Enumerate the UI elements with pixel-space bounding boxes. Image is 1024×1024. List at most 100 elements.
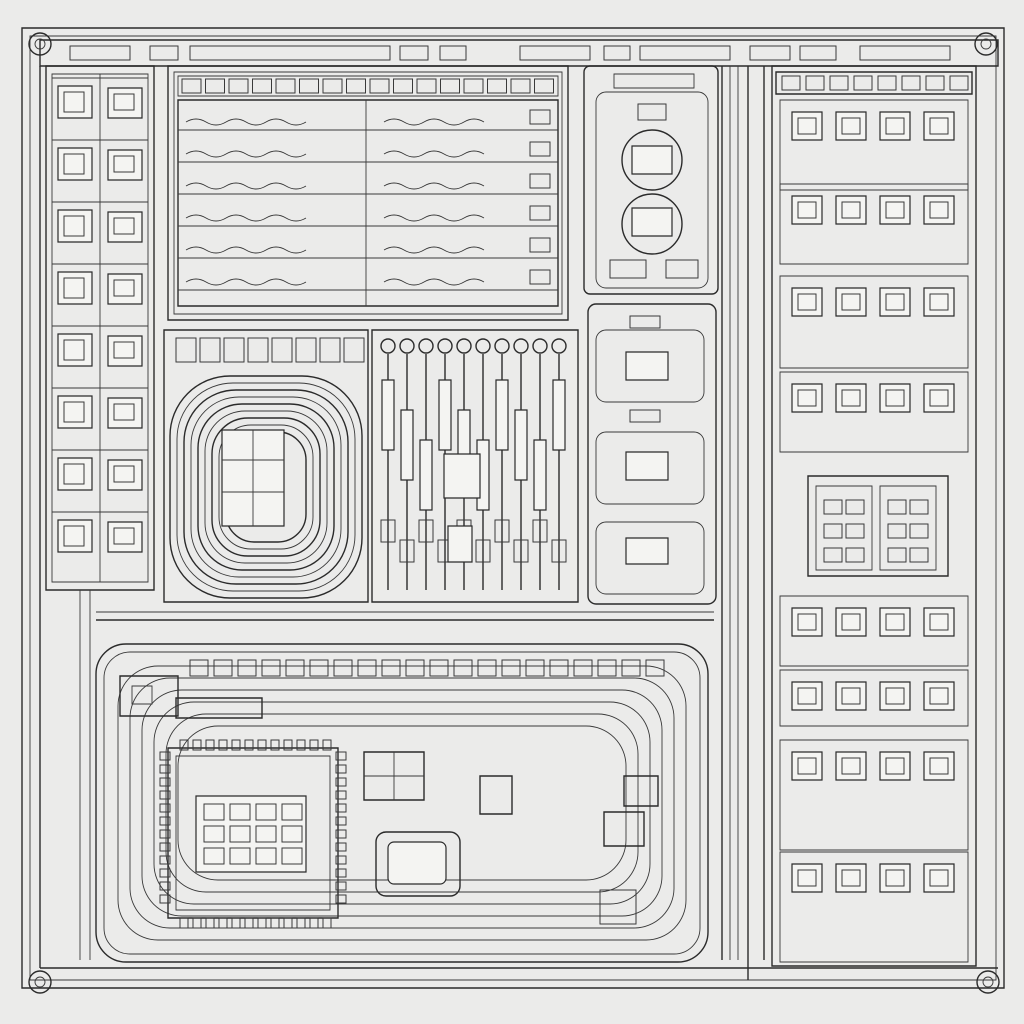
component-cell [108, 336, 142, 366]
table-cell-box [530, 238, 550, 252]
terminal-icon [514, 339, 528, 353]
table-header-cell [488, 79, 507, 93]
component-cell [836, 384, 866, 412]
component-cell [836, 196, 866, 224]
chip-cell [256, 848, 276, 864]
header-label-block [902, 76, 920, 90]
resistor-body [401, 410, 413, 480]
component-cell [58, 148, 92, 180]
component-cell [792, 288, 822, 316]
terminal-icon [419, 339, 433, 353]
component-cell [58, 86, 92, 118]
header-label-block [860, 46, 950, 60]
table-scribble [186, 279, 306, 285]
component-cell [792, 864, 822, 892]
component-cell-inner [114, 466, 134, 482]
component-cell-inner [64, 526, 84, 546]
relay-cell [846, 548, 864, 562]
connector-pin [238, 660, 256, 676]
component-cell-inner [64, 92, 84, 112]
chip-pin [160, 830, 170, 838]
header-label-block [150, 46, 178, 60]
header-label-block [806, 76, 824, 90]
component-cell-inner [842, 614, 860, 630]
table-header-cell [394, 79, 413, 93]
component-cell-inner [114, 94, 134, 110]
chip-pin [193, 740, 201, 750]
capacitor-body [419, 520, 433, 542]
table-header-cell [347, 79, 366, 93]
table-scribble [186, 151, 306, 157]
table-header-cell [206, 79, 225, 93]
relay-cell [846, 524, 864, 538]
resistor-body [439, 380, 451, 450]
chip-cell [256, 804, 276, 820]
chip-pin [160, 752, 170, 760]
chip-pin [284, 740, 292, 750]
component-cell [792, 384, 822, 412]
table-header-cell [253, 79, 272, 93]
chip-cell [204, 826, 224, 842]
connector-pin [406, 660, 424, 676]
relay-cell [888, 524, 906, 538]
header-label-block [190, 46, 390, 60]
header-label-block [400, 46, 428, 60]
chip-pin [160, 791, 170, 799]
component-cell [836, 682, 866, 710]
connector-pin [574, 660, 592, 676]
component-cell [792, 682, 822, 710]
chip-pin [336, 856, 346, 864]
component-cell [924, 288, 954, 316]
table-header-cell [370, 79, 389, 93]
component-cell [880, 384, 910, 412]
component-cell-inner [798, 870, 816, 886]
chip-pin [336, 830, 346, 838]
table-header-cell [182, 79, 201, 93]
component-block [780, 100, 968, 190]
component-block [780, 740, 968, 850]
component-cell-inner [930, 614, 948, 630]
component-cell [880, 288, 910, 316]
component-bank [372, 330, 578, 602]
coil-assembly [164, 330, 368, 602]
terminal-icon [438, 339, 452, 353]
coil-top-cell [224, 338, 244, 362]
table-header-cell [276, 79, 295, 93]
component-cell [880, 608, 910, 636]
resistor-body [515, 410, 527, 480]
relay-cell [846, 500, 864, 514]
component-cell-inner [842, 390, 860, 406]
chip-pin [160, 778, 170, 786]
component-cell [108, 460, 142, 490]
header-label-block [750, 46, 790, 60]
chip-pin [232, 918, 240, 928]
component-cell [880, 112, 910, 140]
component-cell-inner [886, 614, 904, 630]
component-cell-inner [114, 528, 134, 544]
component-cell-inner [930, 118, 948, 134]
component-cell-inner [886, 118, 904, 134]
lower-board [96, 644, 708, 962]
board-trace [154, 702, 650, 904]
component-cell [58, 458, 92, 490]
component-cell-inner [842, 202, 860, 218]
component-cell [924, 682, 954, 710]
component-cell-inner [798, 688, 816, 704]
connector-pin [310, 660, 328, 676]
component-cell-inner [842, 688, 860, 704]
coil-winding [205, 411, 327, 563]
component-cell-inner [930, 688, 948, 704]
connector-pin [262, 660, 280, 676]
component-cell-inner [114, 404, 134, 420]
component-cell [880, 196, 910, 224]
capacitor-body [533, 520, 547, 542]
connector-pin [526, 660, 544, 676]
table-scribble [186, 183, 306, 189]
terminal-icon [533, 339, 547, 353]
component-cell [792, 752, 822, 780]
chip-pin [206, 918, 214, 928]
component-cell [924, 112, 954, 140]
chip-pin [297, 740, 305, 750]
table-panel [168, 66, 568, 320]
chip-pin [258, 740, 266, 750]
